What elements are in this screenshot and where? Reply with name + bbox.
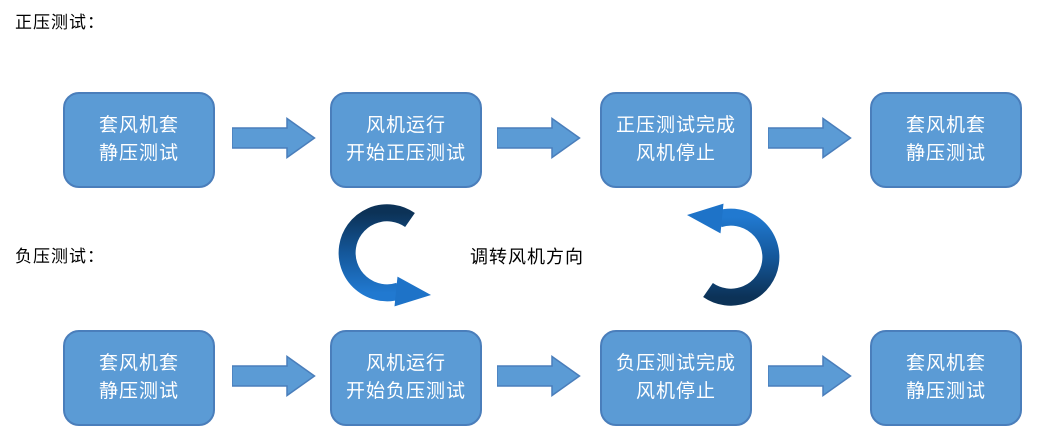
flow-box-line: 负压测试完成: [615, 353, 736, 375]
flow-box-negative-3: 负压测试完成 风机停止: [600, 330, 752, 426]
flow-box-positive-2: 风机运行 开始正压测试: [330, 92, 482, 188]
flow-box-line: 风机运行: [365, 353, 446, 375]
flow-box-line: 静压测试: [905, 143, 986, 164]
flow-box-negative-4: 套风机套 静压测试: [870, 330, 1022, 426]
curved-arrow-down-icon: [338, 204, 431, 307]
flow-box-line: 静压测试: [98, 143, 179, 164]
flow-box-line: 风机停止: [635, 143, 716, 164]
right-block-arrow-icon: [497, 117, 581, 159]
flow-box-positive-1: 套风机套 静压测试: [63, 92, 215, 188]
flow-box-negative-2: 风机运行 开始负压测试: [330, 330, 482, 426]
flow-box-line: 套风机套: [905, 115, 986, 137]
negative-test-section-label: 负压测试：: [15, 247, 105, 266]
flow-box-positive-4: 套风机套 静压测试: [870, 92, 1022, 188]
flow-box-line: 静压测试: [98, 381, 179, 402]
right-block-arrow-icon: [768, 117, 852, 159]
flow-box-line: 套风机套: [905, 353, 986, 375]
right-block-arrow-icon: [497, 355, 581, 397]
right-block-arrow-icon: [232, 355, 316, 397]
flow-box-line: 套风机套: [98, 353, 179, 375]
flow-box-line: 风机停止: [635, 381, 716, 402]
flow-box-positive-3: 正压测试完成 风机停止: [600, 92, 752, 188]
flow-box-line: 正压测试完成: [615, 115, 736, 137]
flow-box-line: 开始负压测试: [345, 381, 466, 402]
curved-arrow-up-icon: [687, 203, 780, 306]
flow-box-line: 风机运行: [365, 115, 446, 137]
flow-box-line: 开始正压测试: [345, 143, 466, 164]
reverse-fan-direction-label: 调转风机方向: [470, 247, 584, 267]
flow-box-negative-1: 套风机套 静压测试: [63, 330, 215, 426]
right-block-arrow-icon: [768, 355, 852, 397]
flow-box-line: 套风机套: [98, 115, 179, 137]
flow-box-line: 静压测试: [905, 381, 986, 402]
positive-test-section-label: 正压测试：: [15, 13, 105, 32]
right-block-arrow-icon: [232, 117, 316, 159]
